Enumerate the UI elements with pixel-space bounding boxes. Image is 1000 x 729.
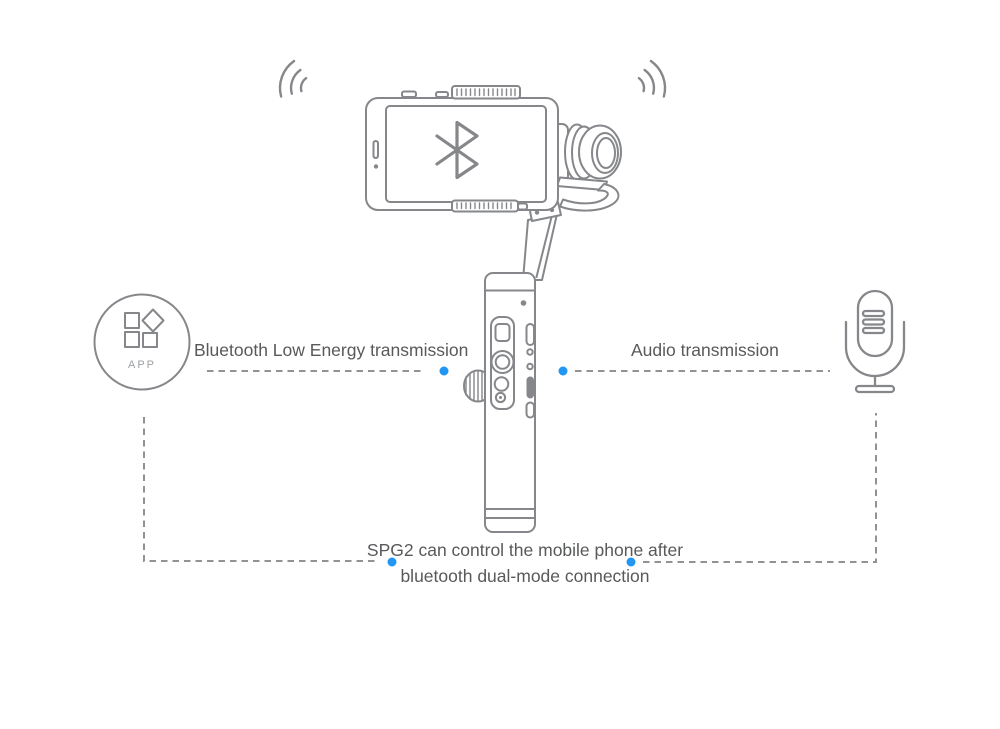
signal-waves-left-icon [278, 59, 308, 98]
caption-line-2: bluetooth dual-mode connection [400, 566, 650, 586]
dot-audio [558, 366, 568, 376]
phone-speaker [372, 140, 379, 159]
connector-right-loop [643, 413, 877, 563]
caption-line-1: SPG2 can control the mobile phone after [366, 540, 684, 560]
smartphone [365, 97, 559, 211]
app-circle-label: APP [127, 359, 156, 371]
connector-left-loop [143, 417, 378, 562]
app-grid-icon [124, 308, 165, 348]
gimbal-arm [522, 213, 558, 281]
dot-loop-right [626, 557, 636, 567]
dot-ble [439, 366, 449, 376]
microphone-icon [844, 289, 906, 394]
dot-loop-left [387, 557, 397, 567]
dashed-connectors [143, 370, 877, 563]
record-button [494, 391, 507, 404]
handle-display [494, 323, 511, 342]
bluetooth-icon [435, 120, 479, 180]
ble-transmission-label: Bluetooth Low Energy transmission [194, 340, 469, 360]
phone-screen [385, 105, 547, 203]
handle-control-panel [490, 316, 515, 410]
mode-button [493, 376, 510, 392]
handle-side-buttons [525, 323, 535, 419]
line-art [93, 59, 906, 533]
connection-dots [387, 366, 636, 567]
app-circle-icon [93, 293, 191, 391]
signal-waves-right-icon [637, 59, 667, 98]
gimbal-smartphone-illustration [365, 85, 622, 533]
joystick-button [490, 350, 515, 374]
audio-transmission-label: Audio transmission [631, 340, 779, 360]
phone-clamps [401, 85, 528, 213]
caption: SPG2 can control the mobile phone after … [325, 537, 725, 589]
phone-camera-dot [373, 164, 379, 169]
gimbal-motor [538, 123, 622, 212]
